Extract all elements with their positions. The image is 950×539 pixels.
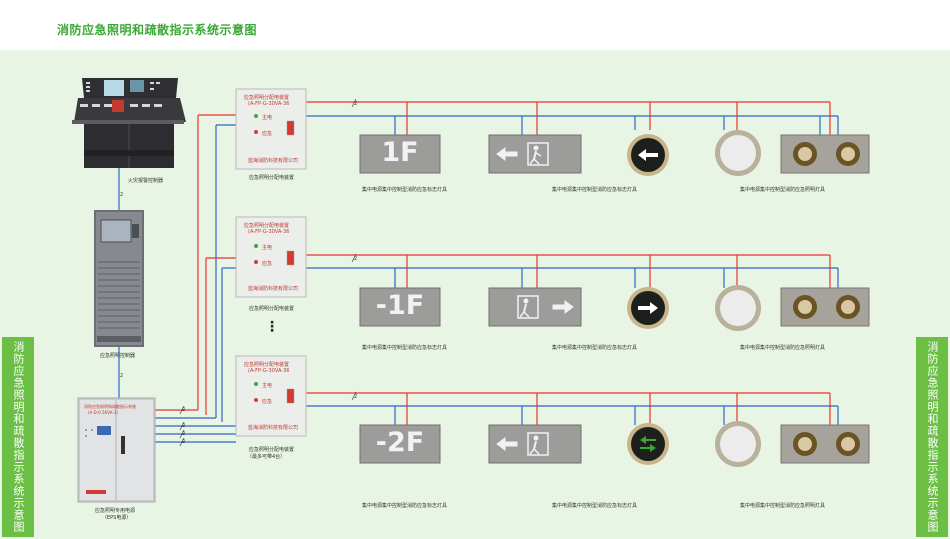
distribution-box-1-label: 应急照明分配电装置 [249,175,295,181]
wire-count-2: 2 [354,256,358,262]
floor-sign-1f: 1F [381,137,419,168]
box3-model: (A-FP-G-30VA-36 [248,368,290,374]
wire-count-1: 2 [354,101,358,107]
distribution-box-2-label: 应急照明分配电装置 [249,306,295,312]
eps-note: （EPS电源） [102,515,132,521]
box1-header: 应急照明分配电装置 [244,95,290,101]
box2-emg: 应急 [262,261,273,267]
row2-floor-label: 集中电源集中控制型消防应急标志灯具 [362,345,448,351]
box1-emg: 应急 [262,131,273,137]
box1-brand: 蓝海消防科技有限公司 [248,158,299,164]
row1-exit-label: 集中电源集中控制型消防应急标志灯具 [552,187,638,193]
floor-sign-b1f: -1F [375,290,425,321]
box1-model: (A-FP-G-30VA-36 [248,101,290,107]
box3-emg: 应急 [262,399,273,405]
row3-floor-label: 集中电源集中控制型消防应急标志灯具 [362,503,448,509]
wire-count-3: 2 [354,394,358,400]
distribution-box-3 [235,355,307,437]
row1-floor-label: 集中电源集中控制型消防应急标志灯具 [362,187,448,193]
box2-model: (A-FP-G-30VA-36 [248,229,290,235]
distribution-box-3-note: （最多可带4台） [247,454,286,460]
box2-main: 主电 [262,245,273,251]
eps-model: (A-D-0.5KVA-3) [88,410,118,415]
row2-light-label: 集中电源集中控制型消防应急照明灯具 [740,345,826,351]
emergency-controller-label: 应急照明控制器 [100,353,136,359]
page-title: 消防应急照明和疏散指示系统示意图 [57,23,258,37]
row2-exit-label: 集中电源集中控制型消防应急标志灯具 [552,345,638,351]
side-label-left: 消防应急照明和疏散指示系统示意图 [2,337,34,537]
eps-panel-text: 消防应急照明和疏散指示系统 [84,404,136,409]
ellipsis: ⋮ [265,319,279,335]
distribution-boxes [235,88,307,437]
wire-count-4: 2 [120,192,124,198]
box2-brand: 蓝海消防科技有限公司 [248,286,299,292]
distribution-box-1 [235,88,307,170]
box3-header: 应急照明分配电装置 [244,362,290,368]
box1-main: 主电 [262,115,273,121]
fire-alarm-controller [72,78,186,168]
wire-count-8: 2 [182,431,186,437]
wire-count-9: 2 [182,439,186,445]
wiring [118,101,839,443]
wire-count-7: 2 [182,423,186,429]
fixtures [359,130,870,467]
row1-light-label: 集中电源集中控制型消防应急照明灯具 [740,187,826,193]
floor-sign-b2f: -2F [375,427,425,458]
box3-brand: 蓝海消防科技有限公司 [248,425,299,431]
row3-light-label: 集中电源集中控制型消防应急照明灯具 [740,503,826,509]
side-label-right: 消防应急照明和疏散指示系统示意图 [916,337,948,537]
distribution-box-2 [235,216,307,298]
eps-label: 应急照明专用电源 [95,508,136,514]
row3-exit-label: 集中电源集中控制型消防应急标志灯具 [552,503,638,509]
wire-count-marks [179,98,357,447]
eps-power-cabinet [77,397,156,503]
wire-count-6: 2 [182,407,186,413]
box2-header: 应急照明分配电装置 [244,223,290,229]
fire-alarm-controller-label: 火灾报警控制器 [128,178,164,184]
emergency-lighting-controller [94,210,144,347]
wire-count-5: 2 [120,373,124,379]
box3-main: 主电 [262,383,273,389]
distribution-box-3-label: 应急照明分配电装置 [249,447,295,453]
